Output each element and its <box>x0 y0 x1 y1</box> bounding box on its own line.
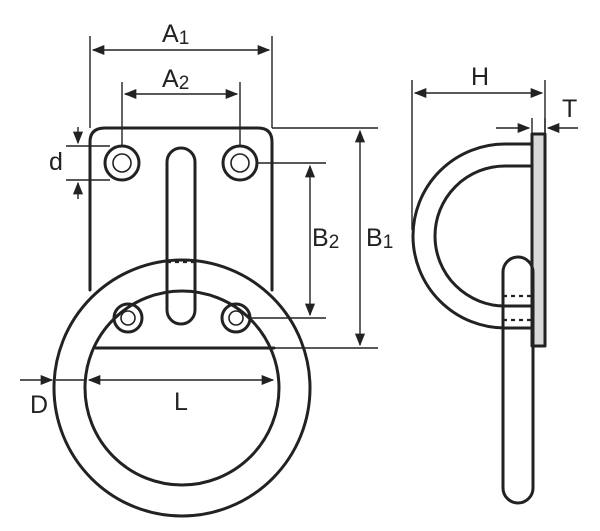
label-t: T <box>562 95 577 123</box>
label-d-big: D <box>30 391 48 419</box>
label-b1: B1 <box>366 224 393 253</box>
label-b2: B2 <box>312 224 339 253</box>
label-a1: A1 <box>162 20 189 49</box>
side-plate <box>532 134 545 346</box>
label-l: L <box>174 388 188 416</box>
label-d-small: d <box>49 148 63 176</box>
side-ring <box>501 255 535 505</box>
mounting-hole-top-right <box>221 144 259 182</box>
front-view: A1 A2 B1 B2 d D L <box>20 20 393 518</box>
label-a2: A2 <box>162 65 189 94</box>
ring-inner <box>83 289 281 487</box>
center-slot <box>165 146 197 326</box>
label-h: H <box>471 63 489 91</box>
ring-outer <box>52 258 312 518</box>
mounting-hole-top-left <box>103 144 141 182</box>
base-plate <box>88 126 274 292</box>
side-view: H T <box>411 63 578 505</box>
side-staple <box>411 142 534 330</box>
